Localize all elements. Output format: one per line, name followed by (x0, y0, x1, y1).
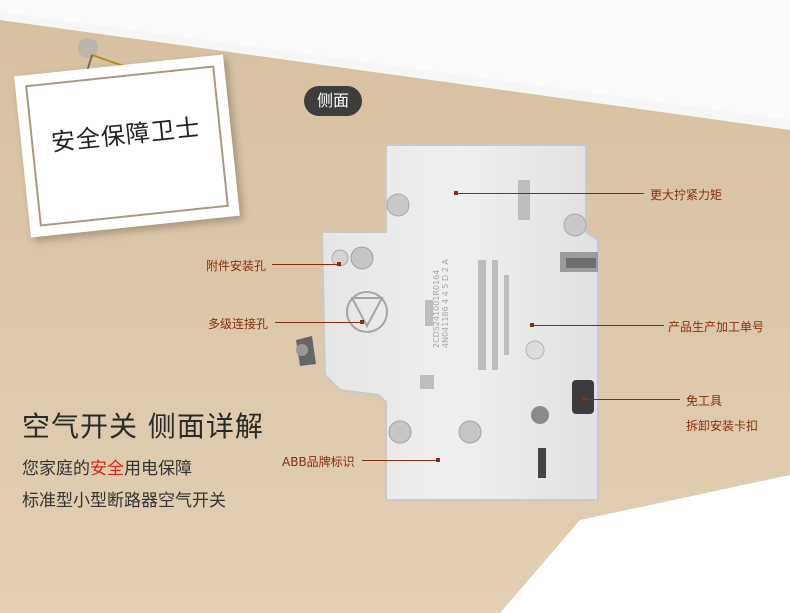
accessory-hole-label: 附件安装孔 (206, 259, 267, 273)
accessory-hole-leader-line (272, 264, 337, 265)
subtitle-highlight: 安全 (90, 459, 124, 479)
multi-connection-leader-line (275, 322, 360, 323)
side-view-tag: 侧面 (304, 86, 362, 116)
production-id-label: 产品生产加工单号 (668, 320, 765, 334)
accessory-hole-marker (337, 262, 341, 266)
headline: 空气开关 侧面详解 (22, 410, 264, 443)
product-serial-engraving: 2CDS241001R0164 4N041186 4 4 5 D 2 A (432, 259, 552, 348)
tool-free-label-line1: 免工具 (686, 394, 723, 408)
product-marking: 4N041186 4 4 5 D 2 A (441, 259, 450, 348)
production-id-leader-line (534, 325, 664, 326)
multi-connection-marker (360, 320, 364, 324)
abb-mark-label: ABB品牌标识 (282, 455, 355, 469)
tool-free-leader-line (586, 399, 680, 400)
tool-free-marker (582, 397, 586, 401)
subtitle-line-1: 您家庭的安全用电保障 (22, 454, 192, 479)
multi-connection-label: 多级连接孔 (208, 317, 269, 331)
hanging-sign: 安全保障卫士 (14, 54, 240, 238)
tool-free-label-line2: 拆卸安装卡扣 (686, 419, 759, 433)
subtitle-line-2: 标准型小型断路器空气开关 (22, 491, 226, 511)
torque-label: 更大拧紧力矩 (650, 188, 723, 202)
subtitle-text: 您家庭的 (22, 459, 90, 479)
abb-mark-marker (436, 458, 440, 462)
product-serial: 2CDS241001R0164 (432, 269, 441, 348)
torque-leader-line (458, 193, 644, 194)
torque-marker (454, 191, 458, 195)
subtitle-text: 用电保障 (124, 459, 192, 479)
breaker-side-view (296, 144, 599, 501)
abb-mark-leader-line (362, 460, 436, 461)
production-id-marker (530, 323, 534, 327)
